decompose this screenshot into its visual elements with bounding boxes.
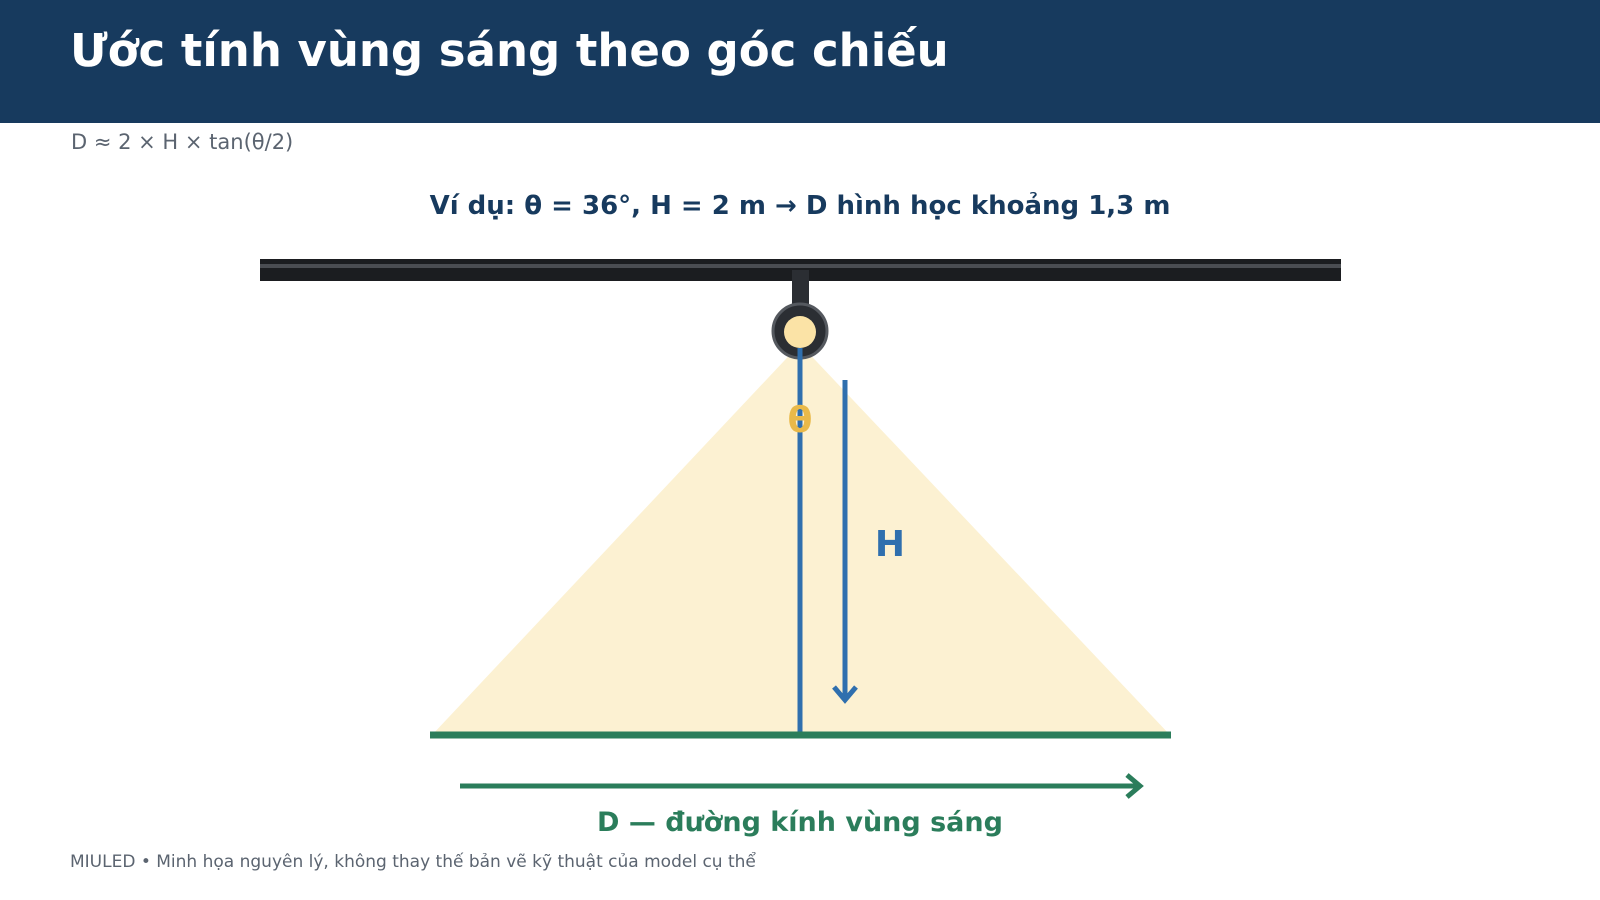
- diameter-label: D — đường kính vùng sáng: [597, 807, 1003, 838]
- formula-text: D ≈ 2 × H × tan(θ/2): [71, 130, 294, 154]
- footer-note: MIULED • Minh họa nguyên lý, không thay …: [70, 852, 756, 872]
- height-arrowhead: [832, 685, 858, 704]
- page-title: Ước tính vùng sáng theo góc chiếu: [70, 24, 949, 77]
- header-bar: [0, 0, 1600, 123]
- example-text: Ví dụ: θ = 36°, H = 2 m → D hình học kho…: [430, 190, 1171, 221]
- theta-label: θ: [788, 400, 813, 441]
- spotlight-stem: [792, 270, 809, 306]
- height-label: H: [875, 524, 905, 565]
- rail-highlight: [260, 264, 1341, 268]
- diameter-arrowhead: [1125, 773, 1144, 799]
- spotlight-lens: [784, 316, 816, 348]
